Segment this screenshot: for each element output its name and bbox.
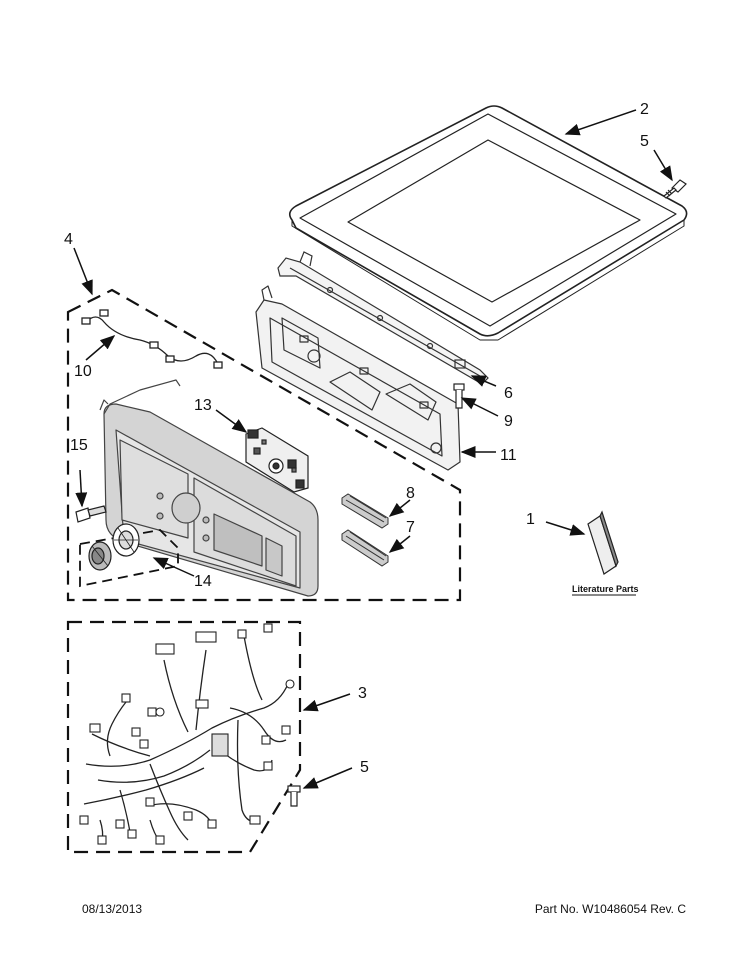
footer-part-number: Part No. W10486054 Rev. C — [534, 902, 686, 916]
callout-6: 6 — [504, 385, 513, 402]
control-board[interactable] — [245, 427, 309, 493]
screw-part-5-top[interactable] — [663, 179, 687, 199]
literature-booklet[interactable] — [587, 510, 619, 575]
callout-15: 15 — [70, 437, 88, 454]
knob-assembly[interactable] — [88, 523, 140, 571]
console-assembly-outline — [66, 288, 462, 602]
console-frame[interactable] — [255, 285, 461, 471]
console-bracket[interactable] — [277, 251, 489, 385]
main-wire-harness[interactable] — [83, 635, 289, 843]
callout-2: 2 — [640, 101, 649, 118]
screw-part-9[interactable] — [453, 383, 465, 409]
callout-11: 11 — [500, 447, 517, 464]
top-panel[interactable] — [288, 105, 688, 341]
callout-13: 13 — [194, 397, 212, 414]
connector-strip-part-8[interactable] — [341, 493, 389, 529]
console-wire-harness[interactable] — [81, 309, 223, 369]
literature-parts-label: Literature Parts — [572, 584, 639, 594]
callout-7: 7 — [406, 519, 415, 536]
callout-3: 3 — [358, 685, 367, 702]
footer-date: 08/13/2013 — [82, 902, 143, 916]
screw-part-5-bottom[interactable] — [287, 785, 301, 807]
main-harness-outline — [66, 620, 302, 854]
screw-part-15[interactable] — [75, 505, 107, 523]
callout-1: 1 — [526, 511, 535, 528]
callout-4: 4 — [64, 231, 73, 248]
connector-strip-part-7[interactable] — [341, 529, 389, 567]
callout-14: 14 — [194, 573, 212, 590]
callout-5-top: 5 — [640, 133, 649, 150]
harness-connectors — [79, 623, 295, 845]
callout-9: 9 — [504, 413, 513, 430]
leader-lines — [73, 109, 673, 789]
knob-assembly-outline — [79, 529, 179, 588]
console-panel[interactable] — [99, 379, 319, 597]
callout-5-bottom: 5 — [360, 759, 369, 776]
callout-8: 8 — [406, 485, 415, 502]
callout-10: 10 — [74, 363, 92, 380]
